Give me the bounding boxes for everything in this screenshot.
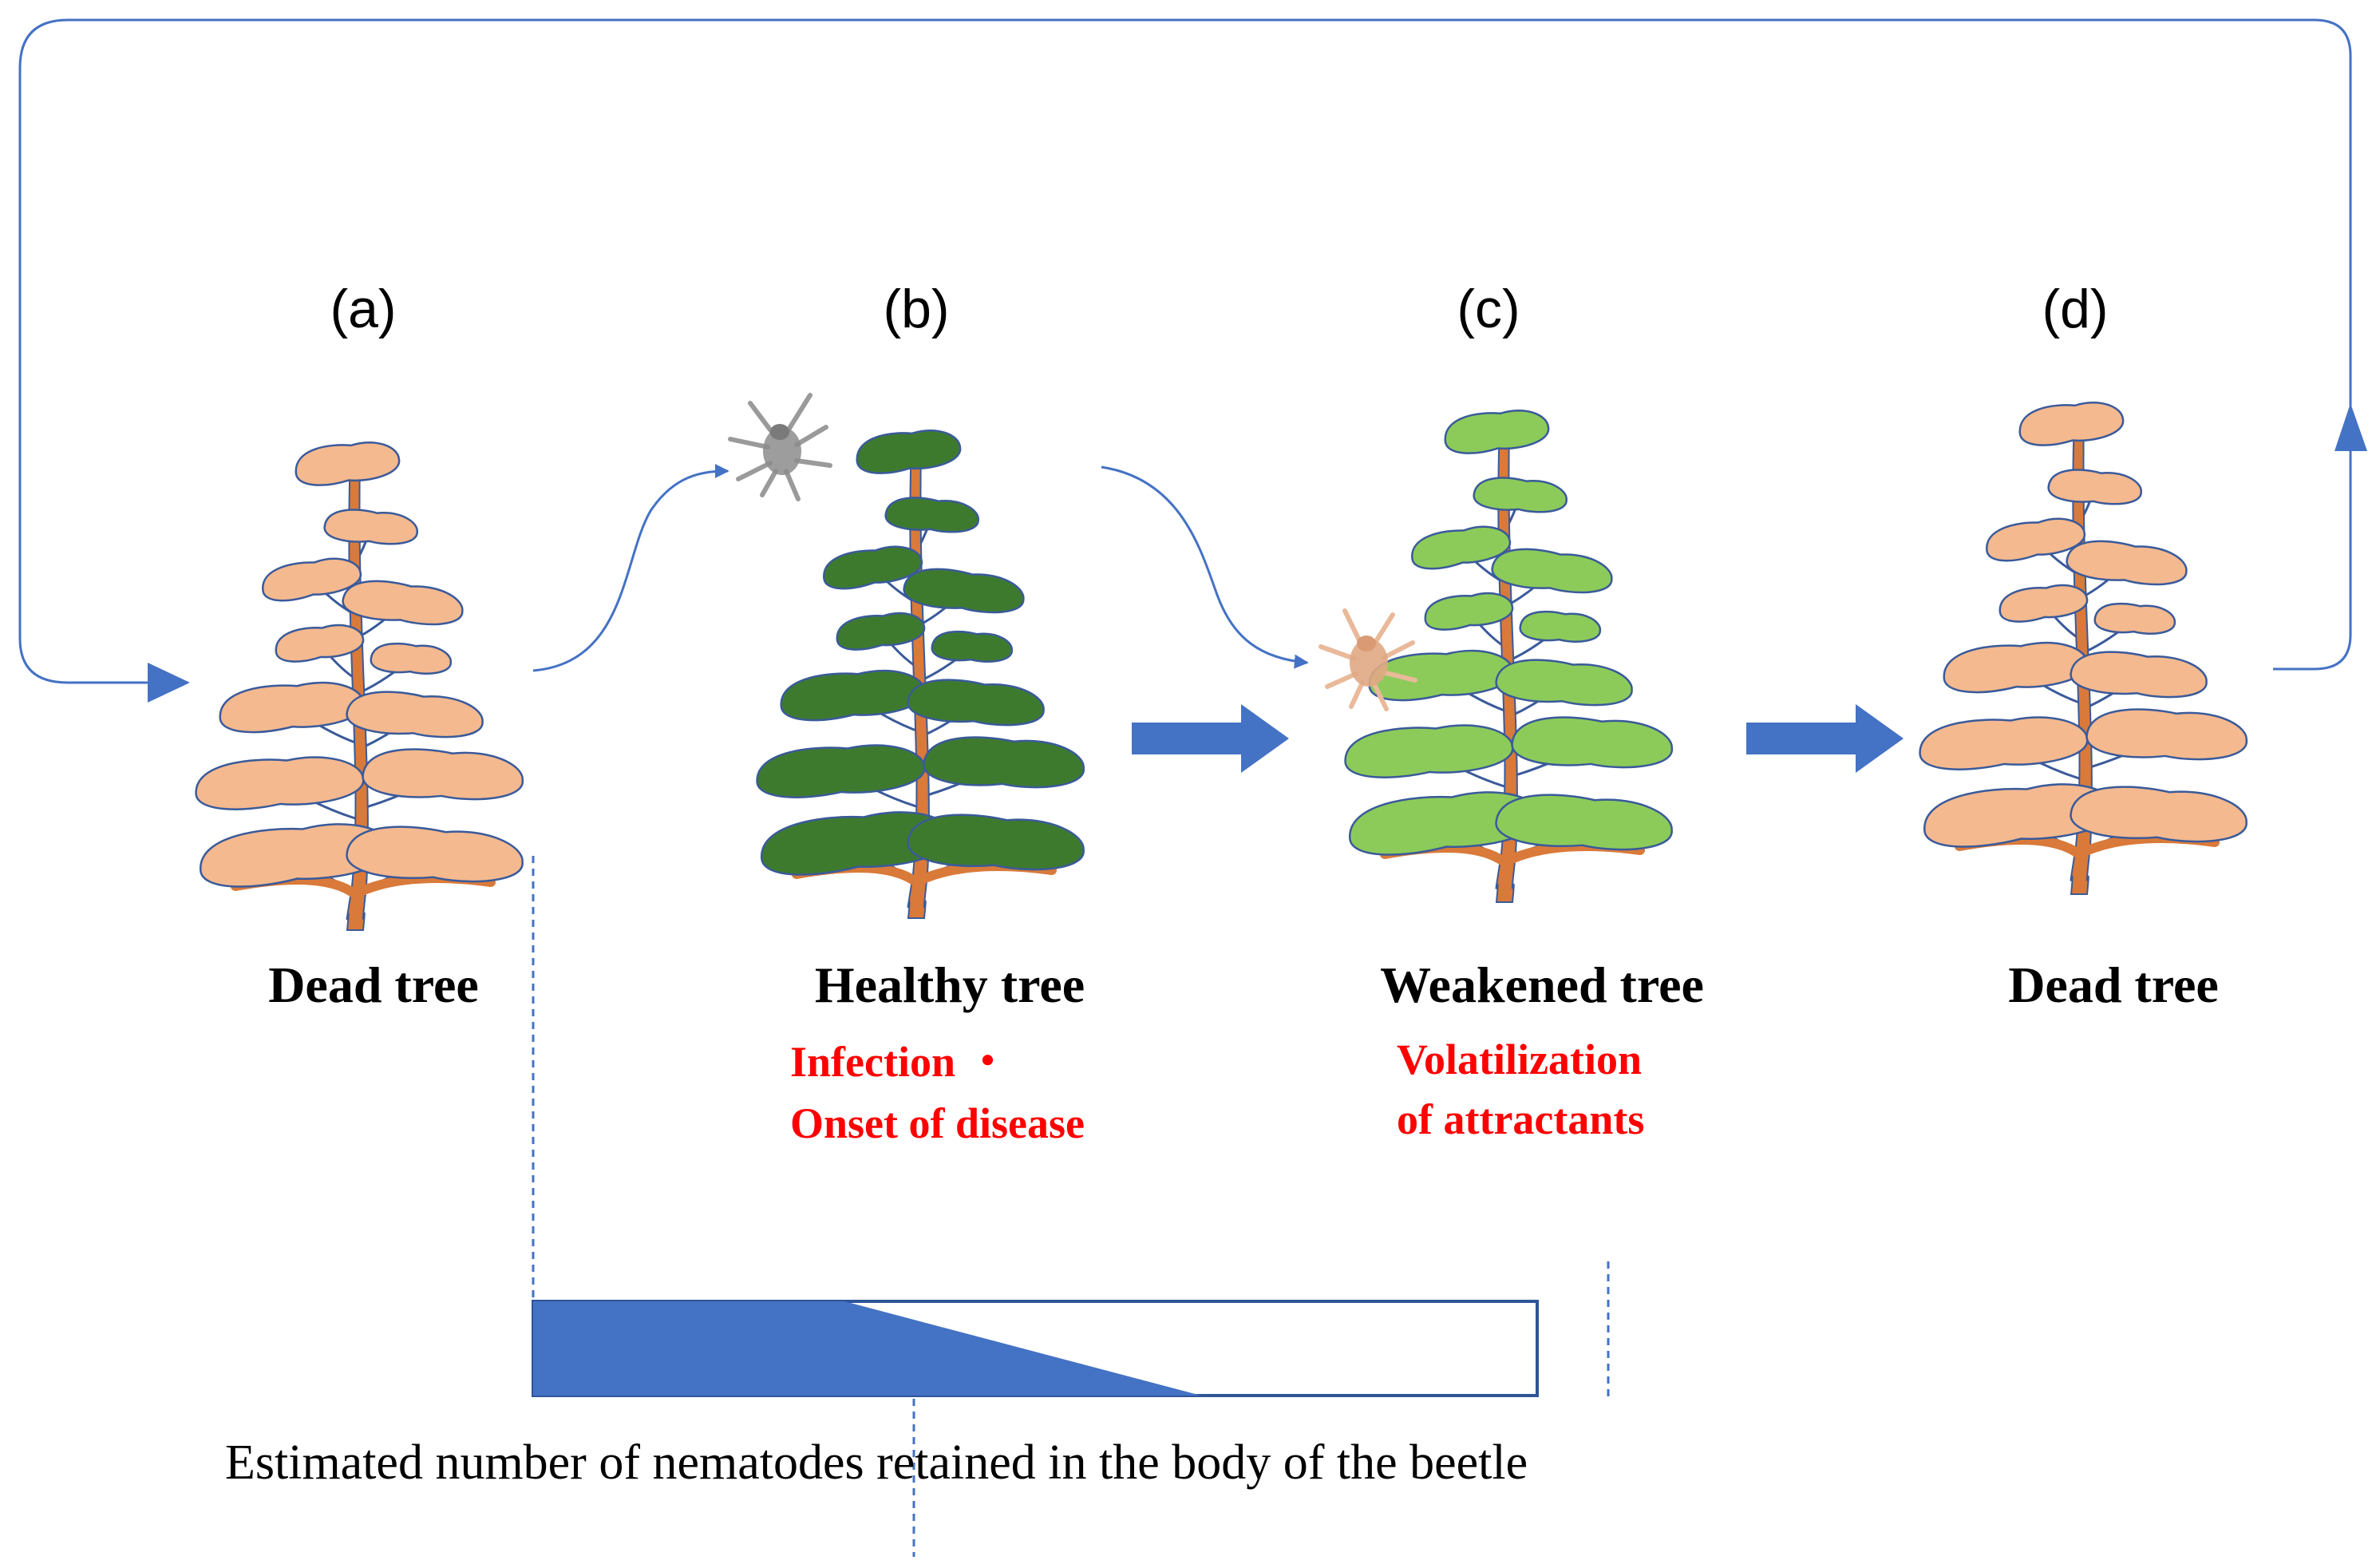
panel-letter-b: (b) <box>883 279 949 339</box>
tree-foliage-pad <box>1444 410 1550 454</box>
tree-foliage-pad <box>923 736 1085 789</box>
tree-label-a: Dead tree <box>268 956 479 1013</box>
tree-healthy-b <box>756 430 1085 919</box>
tree-foliage-pad <box>836 612 926 651</box>
progress-arrow-b-to-c <box>1132 704 1289 773</box>
flight-arrow-b-to-c <box>1101 465 1309 669</box>
note-c-line-1: Volatilization <box>1397 1035 1642 1083</box>
note-c-line-2: of attractants <box>1397 1095 1644 1143</box>
tree-foliage-pad <box>1919 716 2089 770</box>
panel-letter-c: (c) <box>1457 279 1520 339</box>
beetle-gray-icon <box>728 393 832 501</box>
beetle-orange-icon <box>1318 608 1417 711</box>
tree-foliage-pad <box>2018 402 2125 446</box>
tree-foliage-pad <box>2066 540 2188 586</box>
tree-dead-d <box>1919 402 2248 895</box>
tree-foliage-pad <box>346 691 484 738</box>
panel-letter-d: (d) <box>2042 279 2108 339</box>
tree-foliage-pad <box>1411 525 1512 570</box>
tree-foliage-pad <box>295 441 401 486</box>
tree-foliage-pad <box>346 826 524 883</box>
tree-label-b: Healthy tree <box>815 956 1085 1013</box>
tree-foliage-pad <box>884 497 979 533</box>
panel-letter-a: (a) <box>330 279 396 339</box>
tree-foliage-pad <box>1344 724 1514 778</box>
tree-foliage-pad <box>323 509 418 545</box>
tree-foliage-pad <box>1491 548 1613 594</box>
tree-foliage-pad <box>2047 469 2142 505</box>
tree-foliage-pad <box>1473 477 1568 513</box>
tree-foliage-pad <box>195 756 365 810</box>
tree-foliage-pad <box>1943 641 2089 694</box>
tree-foliage-pad <box>1986 517 2086 562</box>
tree-foliage-pad <box>275 624 365 663</box>
tree-foliage-pad <box>1495 659 1633 707</box>
nematode-bar-caption: Estimated number of nematodes retained i… <box>225 1435 1528 1490</box>
tree-foliage-pad <box>756 744 926 798</box>
tree-foliage-pad <box>342 580 464 626</box>
note-b-line-1: Infection ・ <box>790 1038 1009 1086</box>
tree-foliage-pad <box>1519 610 1602 643</box>
tree-foliage-pad <box>1511 716 1674 769</box>
tree-foliage-pad <box>2070 786 2248 843</box>
note-b-line-2: Onset of disease <box>790 1099 1085 1147</box>
cycle-return-loop <box>18 18 2352 684</box>
progress-arrow-c-to-d <box>1746 704 1904 773</box>
tree-foliage-pad <box>903 568 1025 614</box>
tree-label-d: Dead tree <box>2008 956 2219 1013</box>
nematode-bar <box>532 1300 1539 1397</box>
tree-foliage-pad <box>1998 584 2089 623</box>
loop-arrowhead-up <box>2335 403 2367 451</box>
tree-foliage-pad <box>907 679 1045 727</box>
tree-weakened-c <box>1344 410 1674 903</box>
tree-foliage-pad <box>931 630 1014 663</box>
tree-foliage-pad <box>2093 602 2176 635</box>
tree-foliage-pad <box>362 748 524 801</box>
tree-foliage-pad <box>823 545 923 590</box>
tree-foliage-pad <box>780 669 926 722</box>
tree-foliage-pad <box>219 681 365 734</box>
tree-foliage-pad <box>907 814 1085 871</box>
tree-foliage-pad <box>1424 592 1514 631</box>
flight-arrow-a-to-b <box>532 464 729 672</box>
tree-dead-a <box>195 441 524 931</box>
tree-label-c: Weakened tree <box>1380 956 1704 1013</box>
tree-foliage-pad <box>2085 708 2248 761</box>
tree-foliage-pad <box>856 430 962 474</box>
tree-foliage-pad <box>370 642 453 675</box>
loop-arrowhead-right <box>148 663 190 703</box>
tree-foliage-pad <box>262 557 362 602</box>
nematode-bar-fill <box>533 1301 1201 1396</box>
tree-foliage-pad <box>2070 651 2208 699</box>
tree-foliage-pad <box>1495 794 1673 851</box>
